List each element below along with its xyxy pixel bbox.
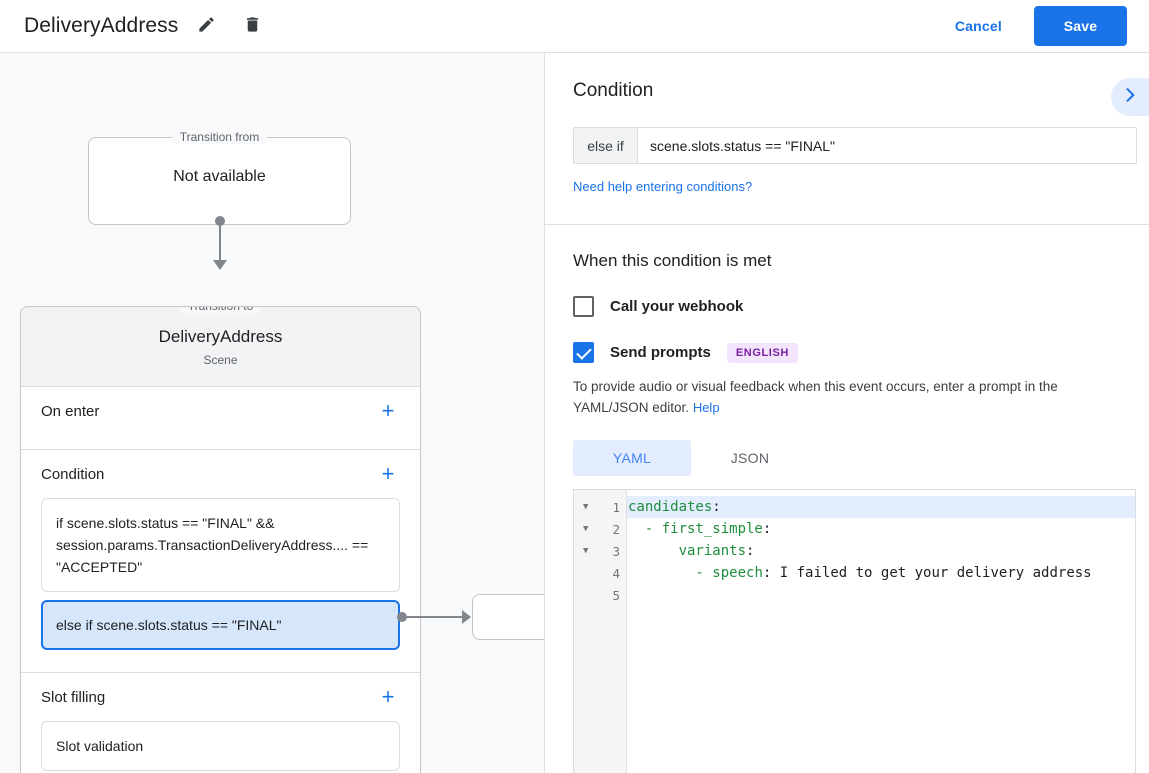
- condition-met-section: When this condition is met Call your web…: [545, 225, 1149, 773]
- code-colon: :: [762, 565, 772, 581]
- code-dash: -: [644, 521, 662, 537]
- add-on-enter-button[interactable]: +: [381, 398, 395, 423]
- line-number: 5: [612, 587, 620, 603]
- line-number: 1: [612, 499, 620, 515]
- add-condition-button[interactable]: +: [381, 461, 395, 486]
- section-title-slot-filling: Slot filling: [41, 688, 106, 706]
- code-line[interactable]: - speech: I failed to get your delivery …: [627, 562, 1135, 584]
- code-colon: :: [712, 499, 721, 515]
- connector-line-vertical: [219, 221, 221, 266]
- code-line[interactable]: candidates:: [627, 496, 1135, 518]
- section-head-slot-filling: Slot filling +: [41, 673, 400, 721]
- save-button[interactable]: Save: [1034, 6, 1127, 46]
- cancel-button[interactable]: Cancel: [941, 9, 1016, 43]
- language-badge: ENGLISH: [726, 342, 798, 363]
- editor-gutter: ▼1 ▼2 ▼3 4 5: [574, 490, 627, 773]
- gutter-line: 5: [574, 584, 626, 606]
- code-key: candidates: [628, 499, 713, 515]
- edge-arrow-right: [462, 610, 471, 624]
- condition-prefix-label: else if: [574, 128, 638, 163]
- line-number: 3: [612, 543, 620, 559]
- target-node-card[interactable]: [472, 594, 545, 640]
- section-slot-filling: Slot filling + Slot validation Transacti…: [21, 673, 420, 773]
- when-condition-met-heading: When this condition is met: [573, 251, 772, 270]
- slot-filling-list-item[interactable]: Slot validation: [41, 721, 400, 771]
- gutter-line: ▼2: [574, 518, 626, 540]
- prompts-help-link[interactable]: Help: [692, 400, 720, 415]
- tab-yaml[interactable]: YAML: [573, 440, 691, 476]
- trash-icon: [243, 15, 262, 37]
- code-indent: [628, 565, 695, 581]
- send-prompts-checkbox[interactable]: [573, 342, 594, 363]
- section-head-on-enter: On enter +: [41, 387, 400, 435]
- condition-heading: Condition: [573, 80, 654, 101]
- code-dash: -: [695, 565, 713, 581]
- prompts-hint-text: To provide audio or visual feedback when…: [573, 376, 1129, 418]
- condition-editor-row[interactable]: else if: [573, 127, 1137, 164]
- transition-to-card[interactable]: Transition to DeliveryAddress Scene On e…: [20, 306, 421, 773]
- tab-json[interactable]: JSON: [730, 450, 770, 466]
- fold-toggle-icon[interactable]: ▼: [583, 502, 589, 512]
- top-app-bar: DeliveryAddress Cancel Save: [0, 0, 1149, 53]
- prompts-hint-body: To provide audio or visual feedback when…: [573, 379, 1058, 415]
- condition-help-link[interactable]: Need help entering conditions?: [573, 179, 753, 194]
- send-prompts-label: Send prompts: [610, 344, 711, 361]
- scene-name: DeliveryAddress: [158, 326, 283, 346]
- condition-list-item-selected[interactable]: else if scene.slots.status == "FINAL": [41, 600, 400, 650]
- delete-button[interactable]: [234, 8, 270, 44]
- section-head-condition: Condition +: [41, 450, 400, 498]
- page-title: DeliveryAddress: [24, 14, 179, 37]
- editor-code-area[interactable]: candidates: - first_simple: variants: - …: [627, 490, 1135, 773]
- line-number: 2: [612, 521, 620, 537]
- code-key: speech: [712, 565, 763, 581]
- code-line[interactable]: variants:: [627, 540, 1135, 562]
- code-indent: [628, 543, 679, 559]
- send-prompts-row[interactable]: Send prompts ENGLISH: [573, 342, 1121, 363]
- condition-input[interactable]: [638, 128, 1136, 163]
- editor-format-tabs: YAML JSON: [573, 440, 1121, 476]
- transition-from-card[interactable]: Transition from Not available: [88, 130, 351, 225]
- transition-to-legend: Transition to: [179, 307, 262, 313]
- section-on-enter: On enter +: [21, 387, 420, 450]
- condition-section: Condition else if Need help entering con…: [545, 53, 1149, 225]
- scene-header: DeliveryAddress Scene: [21, 307, 420, 387]
- transition-from-legend: Transition from: [171, 130, 268, 144]
- code-key: variants: [678, 543, 747, 559]
- code-line[interactable]: - first_simple:: [627, 518, 1135, 540]
- expand-panel-button[interactable]: [1111, 78, 1149, 116]
- condition-list-item[interactable]: if scene.slots.status == "FINAL" && sess…: [41, 498, 400, 592]
- webhook-row[interactable]: Call your webhook: [573, 296, 1121, 317]
- edge-source-dot: [397, 612, 407, 622]
- gutter-line: ▼3: [574, 540, 626, 562]
- edit-button[interactable]: [188, 8, 224, 44]
- code-key: first_simple: [661, 521, 763, 537]
- gutter-line: 4: [574, 562, 626, 584]
- panel-divider: [544, 53, 545, 773]
- call-webhook-checkbox[interactable]: [573, 296, 594, 317]
- section-condition: Condition + if scene.slots.status == "FI…: [21, 450, 420, 673]
- section-title-on-enter: On enter: [41, 402, 100, 420]
- connector-arrow-down: [213, 260, 227, 270]
- code-editor[interactable]: ▼1 ▼2 ▼3 4 5 candidates: - first_simple:…: [573, 489, 1136, 773]
- transition-from-value: Not available: [173, 168, 266, 185]
- edge-line-horizontal: [404, 616, 464, 618]
- pencil-icon: [197, 15, 216, 37]
- line-number: 4: [612, 565, 620, 581]
- add-slot-filling-button[interactable]: +: [381, 684, 395, 709]
- scene-type: Scene: [203, 352, 238, 367]
- code-colon: :: [746, 543, 755, 559]
- code-indent: [628, 521, 645, 537]
- code-line[interactable]: [627, 584, 1135, 606]
- code-value: I failed to get your delivery address: [771, 565, 1092, 581]
- section-title-condition: Condition: [41, 465, 105, 483]
- chevron-right-icon: [1120, 85, 1140, 110]
- details-panel: Condition else if Need help entering con…: [545, 53, 1149, 773]
- fold-toggle-icon[interactable]: ▼: [583, 546, 589, 556]
- flow-canvas[interactable]: Transition from Not available Transition…: [0, 53, 545, 773]
- gutter-line: ▼1: [574, 496, 626, 518]
- fold-toggle-icon[interactable]: ▼: [583, 524, 589, 534]
- code-colon: :: [762, 521, 772, 537]
- call-webhook-label: Call your webhook: [610, 298, 744, 315]
